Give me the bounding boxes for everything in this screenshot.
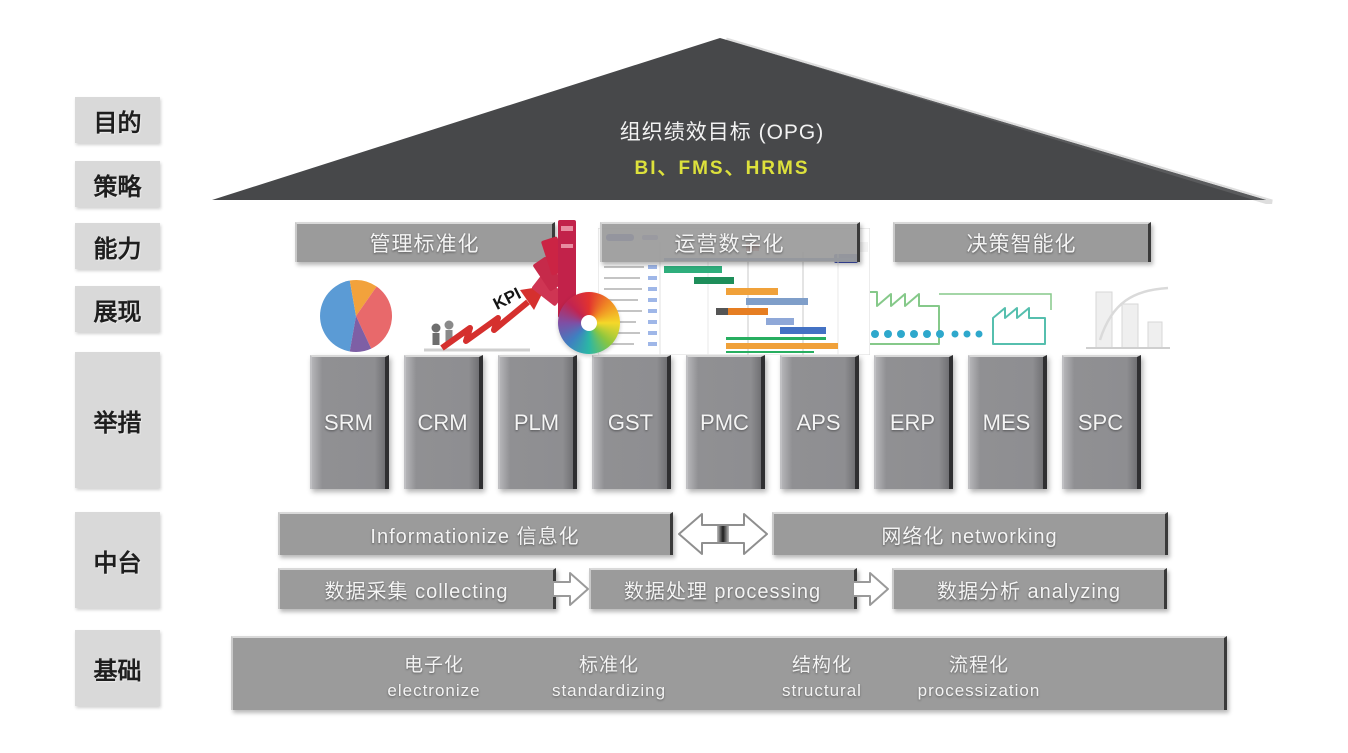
row-label-capability: 能力 — [75, 223, 160, 269]
capability-bar-operation-digitalization: 运营数字化 — [600, 222, 860, 262]
foundation-item-structural: 结构化 structural — [752, 650, 892, 701]
right-arrow-icon-1 — [552, 572, 589, 606]
row-label-showcase: 展现 — [75, 286, 160, 332]
factory-network-icon — [856, 291, 1052, 345]
foundation-zh: 标准化 — [578, 655, 639, 676]
pillar-aps: APS — [780, 355, 859, 489]
foundation-zh: 结构化 — [791, 655, 852, 676]
foundation-en: electronize — [387, 681, 481, 700]
color-wheel-hole — [581, 315, 597, 331]
row-label-foundation: 基础 — [75, 630, 160, 706]
pillar-pmc: PMC — [686, 355, 765, 489]
color-wheel-icon — [558, 292, 620, 354]
data-processing-bar: 数据处理 processing — [589, 568, 857, 609]
foundation-en: structural — [782, 681, 862, 700]
pillar-crm: CRM — [404, 355, 483, 489]
foundation-item-standardizing: 标准化 standardizing — [539, 650, 679, 701]
midplatform-informationize-bar: Informationize 信息化 — [278, 512, 673, 555]
color-wheel-fan-ribbon — [532, 220, 576, 318]
roof-text-block: 组织绩效目标 (OPG) BI、FMS、HRMS — [527, 116, 917, 180]
pillar-mes: MES — [968, 355, 1047, 489]
midplatform-networking-bar: 网络化 networking — [772, 512, 1168, 555]
foundation-bar: 电子化 electronize 标准化 standardizing 结构化 st… — [231, 636, 1227, 710]
foundation-item-processization: 流程化 processization — [899, 650, 1059, 701]
foundation-zh: 流程化 — [948, 655, 1009, 676]
row-label-purpose: 目的 — [75, 97, 160, 143]
double-arrow-icon — [678, 513, 768, 555]
foundation-zh: 电子化 — [403, 655, 464, 676]
roof-triangle — [212, 37, 1273, 204]
pillar-spc: SPC — [1062, 355, 1141, 489]
foundation-item-electronize: 电子化 electronize — [364, 650, 504, 701]
pillar-plm: PLM — [498, 355, 577, 489]
pie-chart-icon — [320, 280, 393, 352]
roof-subtitle: BI、FMS、HRMS — [634, 158, 810, 179]
pillar-srm: SRM — [310, 355, 389, 489]
data-analyzing-bar: 数据分析 analyzing — [892, 568, 1167, 609]
right-arrow-icon-2 — [852, 572, 889, 606]
roof-title: 组织绩效目标 (OPG) — [619, 121, 825, 144]
row-label-midplatform: 中台 — [75, 512, 160, 608]
data-collecting-bar: 数据采集 collecting — [278, 568, 556, 609]
capability-bar-decision-intelligence: 决策智能化 — [893, 222, 1151, 262]
pillar-gst: GST — [592, 355, 671, 489]
pillar-erp: ERP — [874, 355, 953, 489]
capability-bar-management-standardization: 管理标准化 — [295, 222, 555, 262]
mini-bar-chart-icon — [1086, 286, 1170, 349]
foundation-en: processization — [917, 681, 1041, 700]
row-label-measures: 举措 — [75, 352, 160, 488]
foundation-en: standardizing — [551, 681, 667, 700]
row-label-strategy: 策略 — [75, 161, 160, 207]
